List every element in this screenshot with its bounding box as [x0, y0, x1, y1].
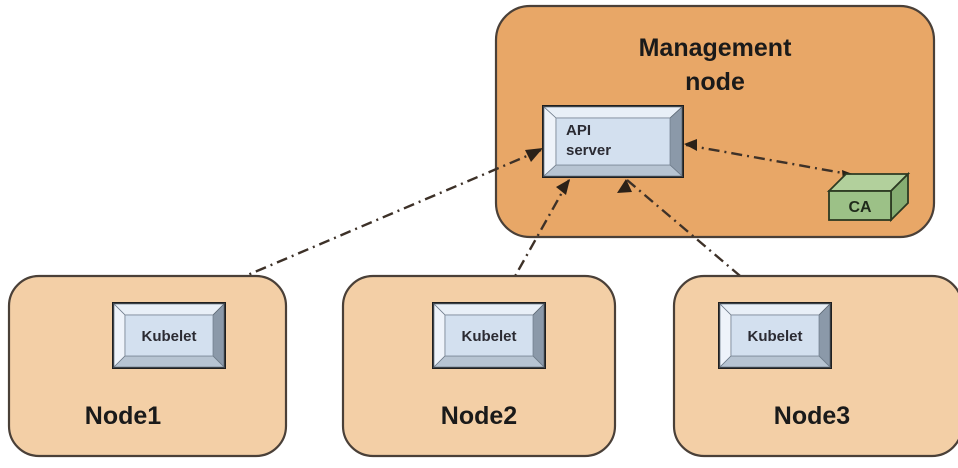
node1-kubelet-face[interactable]	[124, 314, 214, 357]
node1-kubelet-bevel-top	[113, 303, 225, 316]
node3-kubelet-group[interactable]: Kubelet	[718, 302, 832, 369]
node3-kubelet-bevel-bottom	[719, 355, 831, 368]
management-node-box[interactable]	[494, 4, 936, 239]
api-server-bevel-top	[542, 106, 684, 119]
arrowhead-into-api-from-node1	[525, 148, 543, 162]
ca-group[interactable]: CA	[826, 171, 911, 223]
node3-kubelet-label: Kubelet	[747, 328, 802, 345]
node1-kubelet-group[interactable]: Kubelet	[112, 302, 226, 369]
api-server-bevel-bottom	[542, 164, 684, 177]
connector-api-node3	[626, 179, 773, 304]
node2-kubelet-bevel-top	[433, 303, 545, 316]
node3-title: Node3	[774, 402, 850, 430]
api-server-group[interactable]: API server	[542, 105, 684, 178]
api-server-face[interactable]	[555, 117, 671, 166]
connector-api-ca	[685, 143, 855, 177]
node3-kubelet-bevel-top	[719, 303, 831, 316]
node2-title: Node2	[441, 402, 517, 430]
management-node-group[interactable]: Management node	[494, 4, 936, 239]
node2-group[interactable]: Kubelet Node2	[341, 274, 617, 458]
ca-label: CA	[848, 199, 872, 216]
node2-kubelet-label: Kubelet	[461, 328, 516, 345]
management-node-title-line1: Management	[639, 34, 792, 62]
node3-kubelet-face[interactable]	[730, 314, 820, 357]
api-server-label-line2: server	[566, 142, 611, 159]
node2-kubelet-bevel-bottom	[433, 355, 545, 368]
api-server-bevel-left	[543, 106, 557, 177]
node1-title: Node1	[85, 402, 162, 430]
node2-kubelet-group[interactable]: Kubelet	[432, 302, 546, 369]
node1-group[interactable]: Kubelet Node1	[7, 274, 288, 458]
node1-kubelet-label: Kubelet	[141, 328, 196, 345]
node3-group[interactable]: Kubelet Node3	[672, 274, 958, 458]
api-server-bevel-right	[669, 106, 683, 177]
arrowhead-into-api-from-node3	[617, 179, 632, 193]
node2-kubelet-face[interactable]	[444, 314, 534, 357]
ca-front-face[interactable]	[828, 190, 892, 221]
arrowhead-into-api-from-node2	[556, 179, 570, 195]
management-node-title-line2: node	[685, 68, 745, 96]
arrowhead-into-api-from-ca	[684, 139, 697, 151]
api-server-label-line1: API	[566, 122, 591, 139]
node1-kubelet-bevel-bottom	[113, 355, 225, 368]
